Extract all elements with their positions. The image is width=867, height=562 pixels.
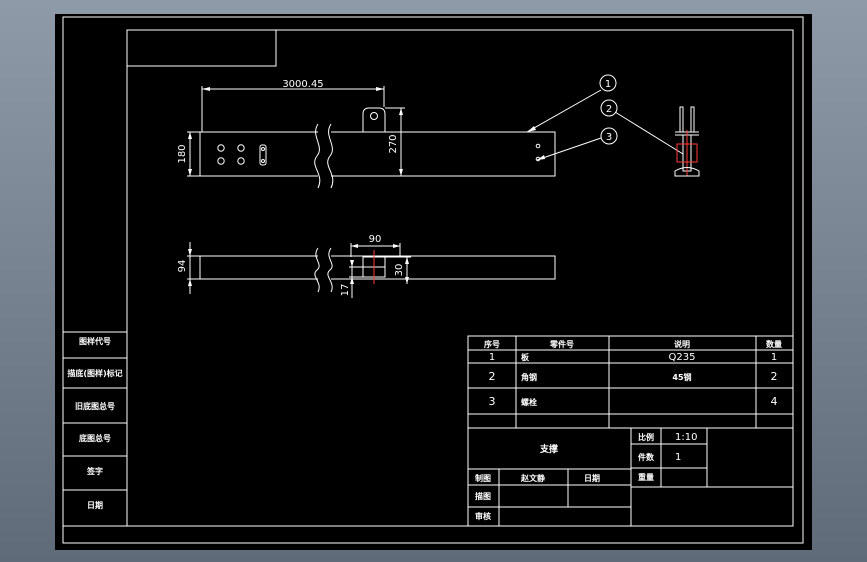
bom-cell: 1	[489, 352, 495, 363]
scale-label: 比例	[638, 432, 654, 442]
bom-header: 说明	[674, 339, 690, 349]
bom-header: 数量	[766, 339, 782, 349]
side-label: 底图总号	[78, 433, 111, 443]
svg-text:3: 3	[606, 132, 612, 143]
hole	[237, 144, 245, 152]
trace-label: 描图	[475, 491, 491, 501]
side-label: 旧底图总号	[75, 401, 115, 411]
drafter-name: 赵文静	[520, 473, 545, 483]
bottom-width-dimension: 90	[369, 234, 382, 245]
slot	[259, 144, 267, 166]
hole	[237, 157, 245, 165]
right-height-dimension: 270	[388, 134, 399, 153]
left-height-dimension: 180	[177, 144, 188, 163]
side-label: 日期	[87, 500, 103, 510]
check-label: 审核	[475, 511, 491, 521]
side-label: 描底(图样)标记	[67, 368, 122, 378]
bom-cell: 45钢	[672, 372, 691, 382]
bom-cell: 角钢	[521, 372, 537, 382]
cad-viewport[interactable]: 图样代号 描底(图样)标记 旧底图总号 底图总号 签字 日期 3000	[55, 14, 812, 550]
balloon-3: 3	[600, 127, 618, 145]
inner-frame	[126, 29, 794, 527]
svg-text:1: 1	[605, 79, 611, 90]
drawing-canvas: 图样代号 描底(图样)标记 旧底图总号 底图总号 签字 日期 3000	[62, 16, 804, 544]
outer-frame	[62, 16, 804, 544]
bom-cell: 2	[771, 370, 778, 383]
balloon-2: 2	[600, 99, 618, 117]
date-label: 日期	[584, 473, 600, 483]
bom-cell: 螺栓	[521, 397, 537, 407]
bom-cell: 2	[489, 370, 496, 383]
balloon-1: 1	[599, 74, 617, 92]
bottom-view: 94 90 30 17	[177, 234, 556, 298]
bom-cell: Q235	[669, 352, 696, 363]
bom-cell: 4	[771, 395, 778, 408]
qty-label: 件数	[638, 452, 655, 462]
side-label-strip: 图样代号 描底(图样)标记 旧底图总号 底图总号 签字 日期	[62, 331, 128, 527]
bom-cell: 1	[771, 352, 777, 363]
weight-label: 重量	[638, 472, 654, 482]
svg-text:2: 2	[606, 104, 612, 115]
scale-value: 1:10	[675, 432, 697, 443]
draw-label: 制图	[475, 473, 491, 483]
bottom-right-dimension: 30	[394, 264, 405, 277]
length-dimension: 3000.45	[282, 79, 323, 90]
qty-value: 1	[675, 452, 681, 463]
side-label: 签字	[86, 466, 103, 476]
hole	[217, 157, 225, 165]
front-view: 3000.45 180 270	[177, 79, 602, 189]
bom-header: 零件号	[549, 339, 574, 349]
side-label: 图样代号	[79, 336, 111, 346]
title-block: 支撑 比例 1:10 件数 1 重量 制图 赵文静 日期 描图 审核	[467, 427, 794, 527]
drawing-name: 支撑	[539, 443, 558, 455]
bom-cell: 板	[521, 352, 530, 362]
side-view	[614, 106, 700, 177]
hole	[217, 144, 225, 152]
bottom-height-dimension: 94	[177, 260, 188, 273]
bom-table: 序号 零件号 说明 数量 1 板 Q235 1 2 角钢 45钢 2 3 螺栓 …	[467, 335, 794, 429]
top-left-box	[126, 29, 277, 67]
bottom-offset-dimension: 17	[340, 284, 351, 297]
bom-header: 序号	[484, 339, 500, 349]
bom-cell: 3	[489, 395, 496, 408]
